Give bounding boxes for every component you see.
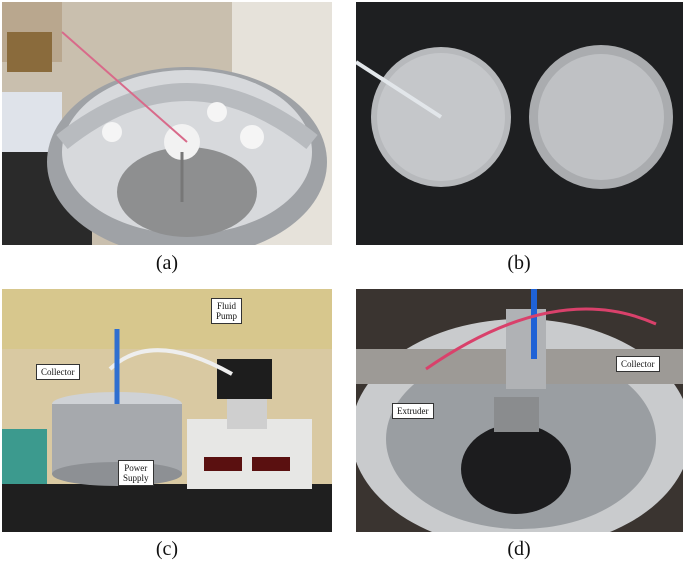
callout-collector-c: Collector — [36, 364, 80, 380]
caption-b: (b) — [507, 252, 531, 274]
photo-d-extruder-view — [356, 289, 683, 532]
callout-power-supply-line1: Power — [124, 463, 148, 473]
caption-d: (d) — [507, 538, 531, 560]
callout-power-supply-line2: Supply — [123, 473, 149, 483]
caption-a: (a) — [155, 252, 179, 274]
photo-c-apparatus — [2, 289, 332, 532]
callout-collector-d: Collector — [616, 356, 660, 372]
callout-power-supply: Power Supply — [118, 460, 154, 486]
caption-c: (c) — [155, 538, 179, 560]
photo-a-foil-collector — [2, 2, 332, 245]
callout-fluid-pump-line2: Pump — [216, 311, 238, 321]
photo-b-aluminum-plates — [356, 2, 683, 245]
callout-extruder: Extruder — [392, 403, 434, 419]
callout-fluid-pump: Fluid Pump — [211, 298, 243, 324]
callout-fluid-pump-line1: Fluid — [217, 301, 237, 311]
